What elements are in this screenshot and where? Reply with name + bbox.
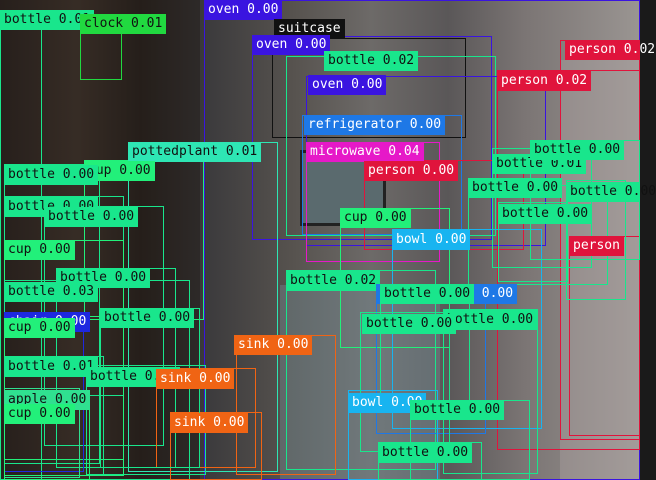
bowl-detection-label: bowl 0.00 <box>392 230 471 250</box>
bottle-detection-label: bottle 0.01 <box>0 10 95 30</box>
background-door <box>560 60 640 480</box>
cup-detection-label: cup 0.00 <box>4 318 75 338</box>
bottle-detection-label: bottle 0.02 <box>324 51 419 71</box>
bottle-detection-label: bottle 0.00 <box>498 204 593 224</box>
person-detection-label: person <box>569 236 624 256</box>
bottle-detection-label: bottle 0.00 <box>380 284 475 304</box>
sink-detection-label: sink 0.00 <box>234 335 313 355</box>
oven-detection-label: oven 0.00 <box>252 35 331 55</box>
person-detection-label: person 0.02 <box>497 71 592 91</box>
bottle-bounding-box <box>566 180 626 300</box>
oven-detection-label: oven 0.00 <box>204 0 283 20</box>
oven-detection-label: oven 0.00 <box>308 75 387 95</box>
bottle-bounding-box <box>380 290 470 410</box>
cup-detection-label: cup 0.00 <box>4 404 75 424</box>
bottle-detection-label: bottle 0.00 <box>362 314 457 334</box>
bottle-detection-label: bottle 0.01 <box>4 357 99 377</box>
bottle-bounding-box <box>498 202 568 282</box>
bottle-detection-label: bottle 0.00 <box>410 400 505 420</box>
suitcase-bounding-box <box>272 38 466 138</box>
bottle-detection-label: bottle 0.03 <box>4 282 99 302</box>
oven-bounding-box <box>252 36 492 240</box>
bottle-detection-label: bottle 0.00 <box>378 443 473 463</box>
sink-detection-label: sink 0.00 <box>170 413 249 433</box>
cup-detection-label: cup 0.00 <box>4 240 75 260</box>
cup-detection-label: cup 0.00 <box>84 161 155 181</box>
cup-detection-label: cup 0.00 <box>340 208 411 228</box>
bottle-detection-label: bottle 0.00 <box>443 310 538 330</box>
bottle-detection-label: bottle 0.02 <box>286 271 381 291</box>
bottle-detection-label: bottle 0.00 <box>4 165 99 185</box>
microwave-detection-label: microwave 0.04 <box>306 142 424 162</box>
pottedplant-detection-label: pottedplant 0.01 <box>128 142 262 162</box>
sink-bounding-box <box>156 368 256 468</box>
bottle-detection-label: bottle 0.00 <box>468 178 563 198</box>
bottle-detection-label: bottle 0.00 <box>44 207 139 227</box>
person-detection-label: person 0.02 <box>565 40 655 60</box>
suitcase-detection-label: suitcase <box>274 19 345 39</box>
bottle-detection-label: bottle 0.00 <box>530 140 625 160</box>
refrigerator-detection-label: refrigerator 0.00 <box>304 115 446 135</box>
bottle-detection-label: bottle 0.00 <box>100 308 195 328</box>
bottle-bounding-box <box>443 309 538 474</box>
bottle-detection-label: bottle 0.00 <box>566 182 656 202</box>
bottle-bounding-box <box>286 270 436 470</box>
person-detection-label: person 0.00 <box>364 161 459 181</box>
sink-detection-label: sink 0.00 <box>156 369 235 389</box>
clock-detection-label: clock 0.01 <box>80 14 167 34</box>
bowl-detection-label: bowl 0.00 <box>348 393 427 413</box>
